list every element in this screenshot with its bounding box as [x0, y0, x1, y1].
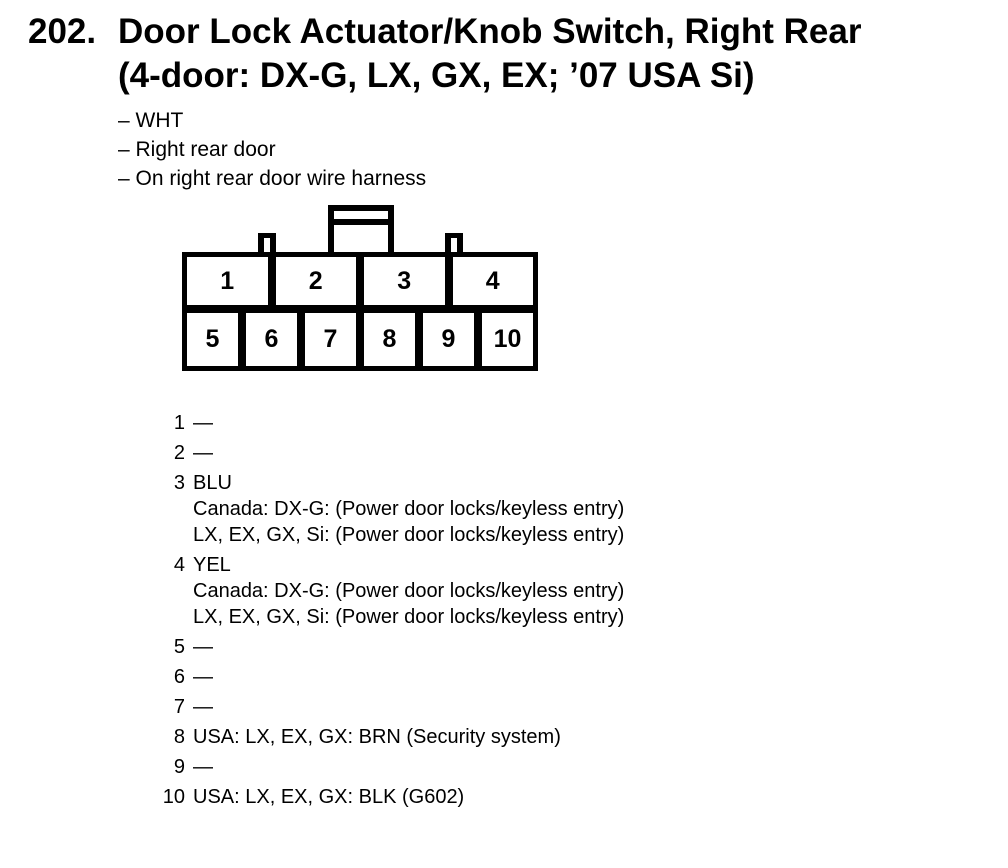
pin-wire-line: LX, EX, GX, Si: (Power door locks/keyles…	[193, 606, 625, 628]
pin-number: 2	[173, 442, 185, 464]
pin-number: 6	[173, 666, 185, 688]
pin-wire-info: —	[193, 440, 213, 466]
pin-cavity-3: 3	[364, 257, 453, 305]
pin-number: 1	[173, 412, 185, 434]
pin-cavity-6: 6	[246, 313, 305, 366]
section-number: 202.	[28, 12, 97, 51]
pin-wire-line: —	[193, 756, 213, 778]
pin-wire-line: LX, EX, GX, Si: (Power door locks/keyles…	[193, 524, 625, 546]
pin-row-5: 5 —	[151, 634, 624, 660]
connector-row-top: 1 2 3 4	[187, 257, 533, 313]
pin-wire-info: YEL Canada: DX-G: (Power door locks/keyl…	[193, 552, 624, 630]
section-title-line2: (4-door: DX-G, LX, GX, EX; ’07 USA Si)	[118, 56, 755, 95]
pin-number: 10	[162, 786, 185, 808]
pin-row-3: 3 BLU Canada: DX-G: (Power door locks/ke…	[151, 470, 624, 548]
pin-wire-info: —	[193, 694, 213, 720]
pin-row-4: 4 YEL Canada: DX-G: (Power door locks/ke…	[151, 552, 624, 630]
pin-number: 3	[173, 472, 185, 494]
pin-wire-line: Canada: DX-G: (Power door locks/keyless …	[193, 498, 625, 520]
connector-row-bottom: 5 6 7 8 9 10	[187, 313, 533, 366]
pin-wire-line: USA: LX, EX, GX: BLK (G602)	[193, 786, 465, 808]
pin-number: 7	[173, 696, 185, 718]
pin-wire-info: —	[193, 754, 213, 780]
pin-wire-line: —	[193, 666, 213, 688]
pin-number: 8	[173, 726, 185, 748]
pin-row-2: 2 —	[151, 440, 624, 466]
pin-row-7: 7 —	[151, 694, 624, 720]
pin-wire-info: USA: LX, EX, GX: BLK (G602)	[193, 784, 464, 810]
pin-wire-line: Canada: DX-G: (Power door locks/keyless …	[193, 580, 625, 602]
section-header: 202. Door Lock Actuator/Knob Switch, Rig…	[28, 10, 861, 98]
pin-cavity-7: 7	[305, 313, 364, 366]
note-color: – WHT	[118, 109, 184, 132]
pin-wire-info: USA: LX, EX, GX: BRN (Security system)	[193, 724, 561, 750]
pin-row-10: 10 USA: LX, EX, GX: BLK (G602)	[151, 784, 624, 810]
connector-lock-tab	[328, 205, 394, 257]
pin-cavity-1: 1	[187, 257, 276, 305]
connector-rib-left	[258, 233, 276, 255]
pin-row-9: 9 —	[151, 754, 624, 780]
pin-wire-info: BLU Canada: DX-G: (Power door locks/keyl…	[193, 470, 624, 548]
pin-number: 5	[173, 636, 185, 658]
section-title-line1: Door Lock Actuator/Knob Switch, Right Re…	[118, 12, 862, 51]
pin-row-1: 1 —	[151, 410, 624, 436]
pin-row-8: 8 USA: LX, EX, GX: BRN (Security system)	[151, 724, 624, 750]
pin-wire-line: USA: LX, EX, GX: BRN (Security system)	[193, 726, 561, 748]
note-location: – Right rear door	[118, 138, 276, 161]
section-title: Door Lock Actuator/Knob Switch, Right Re…	[118, 10, 861, 98]
pin-wire-line: —	[193, 696, 213, 718]
connector-lock-tab-line	[334, 219, 388, 225]
connector-rib-right	[445, 233, 463, 255]
pin-wire-info: —	[193, 634, 213, 660]
pin-row-6: 6 —	[151, 664, 624, 690]
pin-cavity-9: 9	[423, 313, 482, 366]
pin-wire-line: —	[193, 442, 213, 464]
pin-number: 4	[173, 554, 185, 576]
connector-body: 1 2 3 4 5 6 7 8 9 10	[182, 252, 538, 371]
pin-list: 1 — 2 — 3 BLU Canada: DX-G: (Power door …	[151, 410, 625, 810]
pin-wire-line: —	[193, 636, 213, 658]
pin-cavity-2: 2	[276, 257, 364, 305]
pin-number: 9	[173, 756, 185, 778]
pin-cavity-5: 5	[187, 313, 246, 366]
pin-cavity-10: 10	[493, 325, 522, 353]
connector-diagram: 1 2 3 4 5 6 7 8 9 10	[182, 205, 538, 371]
note-harness: – On right rear door wire harness	[118, 167, 427, 190]
pin-wire-info: —	[193, 410, 213, 436]
pin-wire-color: BLU	[193, 472, 232, 494]
pin-cavity-8: 8	[364, 313, 423, 366]
connector-notes: – WHT – Right rear door – On right rear …	[118, 106, 426, 193]
pin-cavity-4: 4	[485, 266, 500, 295]
pin-wire-info: —	[193, 664, 213, 690]
pin-wire-line: —	[193, 412, 213, 434]
pin-wire-color: YEL	[193, 554, 231, 576]
